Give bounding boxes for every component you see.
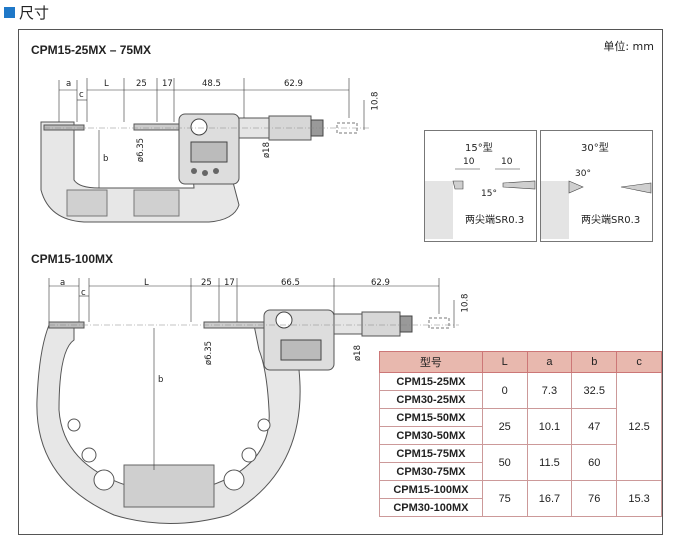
L-cell: 75	[481, 480, 528, 517]
tip-30-detail: 30°型 30° 两尖端SR0.3	[540, 130, 653, 242]
unit-label: 单位: mm	[603, 40, 654, 53]
table-row: CPM15-100MX 75 16.7 76 15.3	[379, 480, 662, 517]
model-cell: CPM30-75MX	[379, 462, 483, 481]
L-cell: 0	[481, 372, 528, 409]
bottom-dim-b: b	[158, 375, 164, 385]
bottom-title: CPM15-100MX	[31, 252, 114, 266]
top-dim-dia635: ø6.35	[136, 137, 147, 163]
model-cell: CPM30-50MX	[379, 426, 483, 445]
top-dim-10-8: 10.8	[370, 91, 381, 111]
spec-table-header: 型号 L a b c	[379, 351, 662, 373]
bottom-dim-a: a	[60, 278, 66, 288]
top-dim-a: a	[66, 79, 72, 89]
bottom-dim-10-8: 10.8	[460, 293, 471, 313]
bottom-dim-66-5: 66.5	[281, 278, 300, 288]
tip15-title: 15°型	[465, 143, 493, 154]
top-dim-c: c	[79, 90, 84, 100]
a-cell: 10.1	[526, 408, 573, 445]
table-row: CPM30-100MX	[379, 498, 662, 517]
table-row: CPM15-75MX 50 11.5 60	[379, 444, 662, 481]
bottom-dim-c: c	[81, 288, 86, 298]
tip15-angle: 15°	[481, 189, 497, 199]
bottom-micrometer-drawing	[36, 278, 459, 524]
top-dim-dia18: ø18	[262, 141, 273, 159]
heading-text: 尺寸	[19, 4, 50, 22]
section-heading: 尺寸	[4, 2, 49, 23]
tip-15-detail: 15°型 10 10 15° 两尖端SR0.3	[424, 130, 537, 242]
L-cell: 25	[481, 408, 528, 445]
top-dim-b: b	[103, 154, 109, 164]
model-cell: CPM30-25MX	[379, 390, 483, 409]
table-row: CPM15-50MX 25 10.1 47	[379, 408, 662, 445]
bottom-dim-17: 17	[224, 278, 235, 288]
tip30-title: 30°型	[581, 143, 609, 154]
header-L: L	[481, 351, 528, 373]
tip15-w1: 10	[463, 157, 475, 167]
b-cell: 76	[571, 480, 618, 517]
table-row: CPM15-25MX 0 7.3 32.5 12.5	[379, 372, 662, 481]
b-cell: 60	[571, 444, 618, 481]
L-cell: 50	[481, 444, 528, 481]
tip15-w2: 10	[501, 157, 513, 167]
c-cell: 15.3	[616, 480, 662, 517]
model-cell: CPM15-25MX	[379, 372, 483, 391]
bottom-dim-L: L	[144, 278, 149, 288]
top-dim-17: 17	[162, 79, 173, 89]
top-micrometer-drawing	[40, 78, 369, 223]
model-cell: CPM15-100MX	[379, 480, 483, 499]
spec-table: 型号 L a b c CPM15-25MX 0 7.3 32.5 12.5 CP…	[379, 351, 662, 517]
bottom-dim-dia18: ø18	[353, 344, 364, 362]
tip15-note: 两尖端SR0.3	[465, 215, 525, 226]
a-cell: 16.7	[526, 480, 573, 517]
tip30-angle: 30°	[575, 169, 591, 179]
b-cell: 47	[571, 408, 618, 445]
top-dim-25: 25	[136, 79, 147, 89]
bottom-dim-dia635: ø6.35	[204, 340, 215, 366]
table-row: CPM30-75MX	[379, 462, 662, 481]
top-dim-62-9: 62.9	[284, 79, 303, 89]
b-cell: 32.5	[571, 372, 618, 409]
table-row: CPM30-25MX	[379, 390, 662, 409]
model-cell: CPM30-100MX	[379, 498, 483, 517]
model-cell: CPM15-50MX	[379, 408, 483, 427]
top-title: CPM15-25MX – 75MX	[31, 43, 152, 57]
dimension-frame: 单位: mm CPM15-25MX – 75MX CPM15-100MX	[18, 29, 663, 535]
header-b: b	[571, 351, 618, 373]
table-row: CPM30-50MX	[379, 426, 662, 445]
top-dim-48-5: 48.5	[202, 79, 221, 89]
a-cell: 11.5	[526, 444, 573, 481]
a-cell: 7.3	[526, 372, 573, 409]
header-model: 型号	[379, 351, 483, 373]
model-cell: CPM15-75MX	[379, 444, 483, 463]
header-c: c	[616, 351, 662, 373]
header-a: a	[526, 351, 573, 373]
bottom-dim-25: 25	[201, 278, 212, 288]
tip30-note: 两尖端SR0.3	[581, 215, 641, 226]
c-cell: 12.5	[616, 372, 662, 481]
top-dim-L: L	[104, 79, 109, 89]
heading-square-icon	[4, 7, 15, 18]
bottom-dim-62-9: 62.9	[371, 278, 390, 288]
